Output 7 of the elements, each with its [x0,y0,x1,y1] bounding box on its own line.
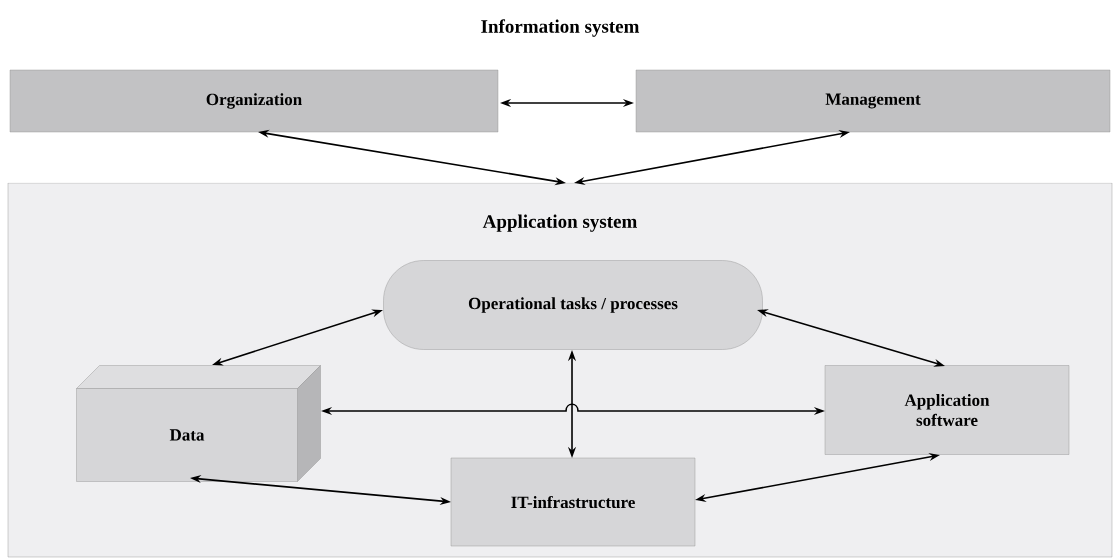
process-box: IT-infrastructure [450,457,696,547]
process-box: Organization [9,69,499,133]
process-box: Application software [824,365,1070,455]
process-box: Management [635,69,1111,133]
diagram-title: Information system [481,19,640,37]
data-cuboid: Data [76,365,321,482]
process-rounded-box: Operational tasks / processes [383,260,763,350]
